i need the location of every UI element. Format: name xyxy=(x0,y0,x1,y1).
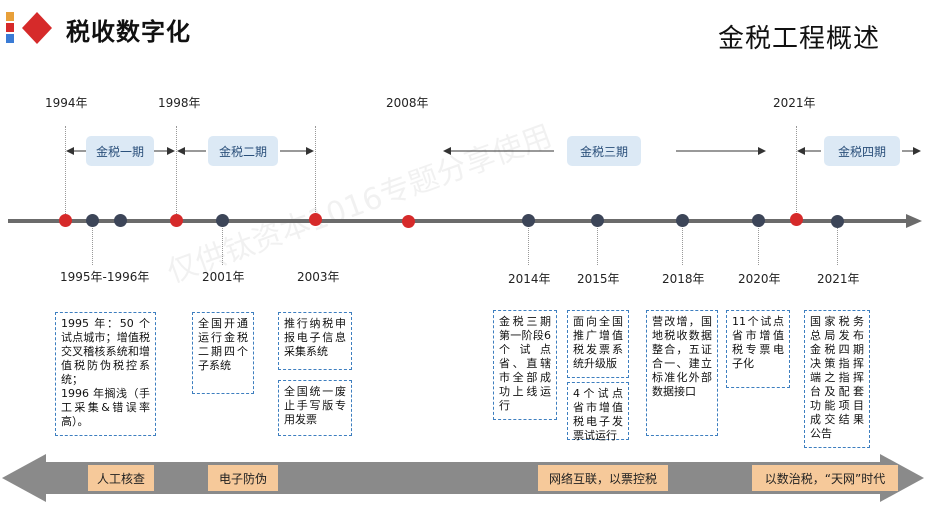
era-manual-check: 人工核查 xyxy=(88,465,154,491)
event-2001: 全国开通运行金税二期四个子系统 xyxy=(192,312,254,394)
guide-line-2015 xyxy=(597,225,598,265)
guide-line-2001 xyxy=(222,225,223,265)
node-2018 xyxy=(676,214,689,227)
year-label: 2008年 xyxy=(386,96,429,110)
year-label: 2018年 xyxy=(662,272,705,286)
node-1996 xyxy=(114,214,127,227)
event-2021: 国家税务总局发布金税四期决策指挥端之指挥台及配套功能项目成交结果公告 xyxy=(804,310,870,448)
era-band xyxy=(2,454,924,502)
year-label: 2001年 xyxy=(202,270,245,284)
year-label: 1995年-1996年 xyxy=(60,270,150,284)
event-2003: 推行纳税申报电子信息采集系统 xyxy=(278,312,352,370)
node-2021b xyxy=(831,215,844,228)
timeline-axis xyxy=(8,214,922,228)
era-data-governance: 以数治税，“天网”时代 xyxy=(752,465,898,491)
guide-line-2020 xyxy=(758,225,759,265)
year-label: 2014年 xyxy=(508,272,551,286)
node-1994 xyxy=(59,214,72,227)
node-1998 xyxy=(170,214,183,227)
phase-arrows xyxy=(66,147,921,155)
event-2015b: 4个试点省市增值税电子发票试运行 xyxy=(567,382,629,442)
event-2014: 金税三期第一阶段6个试点省、直辖市全部成功上线运行 xyxy=(493,310,557,420)
logo-icon xyxy=(6,12,52,44)
event-2020: 11个试点省市增值税专票电子化 xyxy=(726,310,790,388)
year-label: 2003年 xyxy=(297,270,340,284)
year-label: 1998年 xyxy=(158,96,201,110)
phase-jinshui-2: 金税二期 xyxy=(208,136,278,166)
node-2001 xyxy=(216,214,229,227)
guide-line-2021b xyxy=(837,225,838,265)
phase-jinshui-4: 金税四期 xyxy=(824,136,900,166)
node-2021 xyxy=(790,213,803,226)
era-network-ticket-control: 网络互联，以票控税 xyxy=(538,465,668,491)
guide-line-1998 xyxy=(176,126,177,220)
guide-line-2014 xyxy=(528,225,529,265)
phase-jinshui-1: 金税一期 xyxy=(86,136,154,166)
year-label: 1994年 xyxy=(45,96,88,110)
node-2020 xyxy=(752,214,765,227)
guide-line-1994 xyxy=(65,126,66,220)
node-2003 xyxy=(309,213,322,226)
guide-line-2018 xyxy=(682,225,683,265)
brand-title: 税收数字化 xyxy=(66,18,191,46)
node-2015 xyxy=(591,214,604,227)
node-1995 xyxy=(86,214,99,227)
event-2018: 营改增，国地税收数据整合，五证合一、建立标准化外部数据接口 xyxy=(646,310,718,436)
event-2015: 面向全国推广增值税发票系统升级版 xyxy=(567,310,629,378)
node-2008 xyxy=(402,215,415,228)
node-2014 xyxy=(522,214,535,227)
event-1995-1996: 1995 年：50 个试点城市；增值税交叉稽核系统和增值税防伪税控系统； 199… xyxy=(55,312,156,436)
guide-line-2008 xyxy=(315,126,316,220)
phase-jinshui-3: 金税三期 xyxy=(567,136,641,166)
year-label: 2020年 xyxy=(738,272,781,286)
guide-line-2021 xyxy=(796,126,797,220)
page-title: 金税工程概述 xyxy=(718,24,881,54)
year-label: 2015年 xyxy=(577,272,620,286)
event-2003b: 全国统一废止手写版专用发票 xyxy=(278,380,352,436)
year-label: 2021年 xyxy=(817,272,860,286)
year-label: 2021年 xyxy=(773,96,816,110)
era-electronic-anti-fake: 电子防伪 xyxy=(208,465,278,491)
guide-line-1995 xyxy=(92,225,93,265)
